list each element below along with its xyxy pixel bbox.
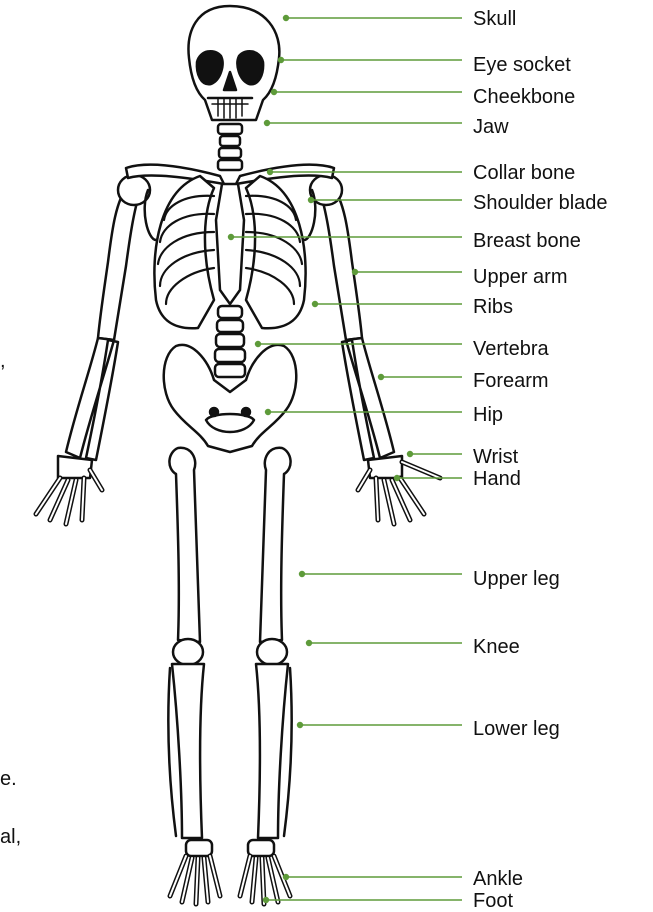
left-foot [170, 840, 220, 904]
label-hand: Hand [473, 468, 521, 490]
left-kneecap [173, 639, 203, 665]
leader-wrist [408, 452, 463, 457]
leader-lower-leg [298, 723, 463, 728]
label-lower-leg: Lower leg [473, 718, 560, 740]
leader-hand [395, 476, 463, 481]
leader-jaw [265, 121, 463, 126]
right-forearm [342, 338, 394, 460]
skeleton-illustration [36, 6, 440, 904]
left-hand [36, 456, 102, 524]
right-hand [358, 456, 440, 524]
left-humerus [98, 186, 140, 340]
left-femur [169, 448, 200, 642]
label-forearm: Forearm [473, 370, 549, 392]
label-jaw: Jaw [473, 116, 509, 138]
right-humerus [320, 186, 362, 340]
label-wrist: Wrist [473, 446, 518, 468]
leader-foot [264, 898, 463, 903]
clipped-text-fragment: e. [0, 768, 17, 790]
neck-vertebrae [218, 124, 242, 170]
leader-upper-leg [300, 572, 463, 577]
clipped-text-fragment: , [0, 350, 6, 372]
label-hip: Hip [473, 404, 503, 426]
label-eye-socket: Eye socket [473, 54, 571, 76]
label-knee: Knee [473, 636, 520, 658]
label-upper-leg: Upper leg [473, 568, 560, 590]
left-forearm [66, 338, 118, 460]
label-shoulder-blade: Shoulder blade [473, 192, 608, 214]
spine [215, 306, 245, 377]
label-cheekbone: Cheekbone [473, 86, 575, 108]
left-tibia [172, 664, 204, 838]
clipped-text-fragment: al, [0, 826, 21, 848]
leader-forearm [379, 375, 463, 380]
leader-knee [307, 641, 463, 646]
breastbone-shape [216, 184, 244, 304]
label-collar-bone: Collar bone [473, 162, 575, 184]
label-vertebra: Vertebra [473, 338, 549, 360]
right-tibia [256, 664, 288, 838]
label-breast-bone: Breast bone [473, 230, 581, 252]
label-upper-arm: Upper arm [473, 266, 567, 288]
right-foot [240, 840, 290, 904]
leader-skull [284, 16, 463, 21]
leader-upper-arm [353, 270, 463, 275]
leader-cheekbone [272, 90, 463, 95]
skull-drawing [188, 6, 279, 120]
leader-ribs [313, 302, 463, 307]
label-foot: Foot [473, 890, 513, 912]
leader-eye-socket [279, 58, 463, 63]
leader-ankle [284, 875, 463, 880]
right-femur [260, 448, 291, 642]
label-ribs: Ribs [473, 296, 513, 318]
right-kneecap [257, 639, 287, 665]
label-ankle: Ankle [473, 868, 523, 890]
label-skull: Skull [473, 8, 516, 30]
